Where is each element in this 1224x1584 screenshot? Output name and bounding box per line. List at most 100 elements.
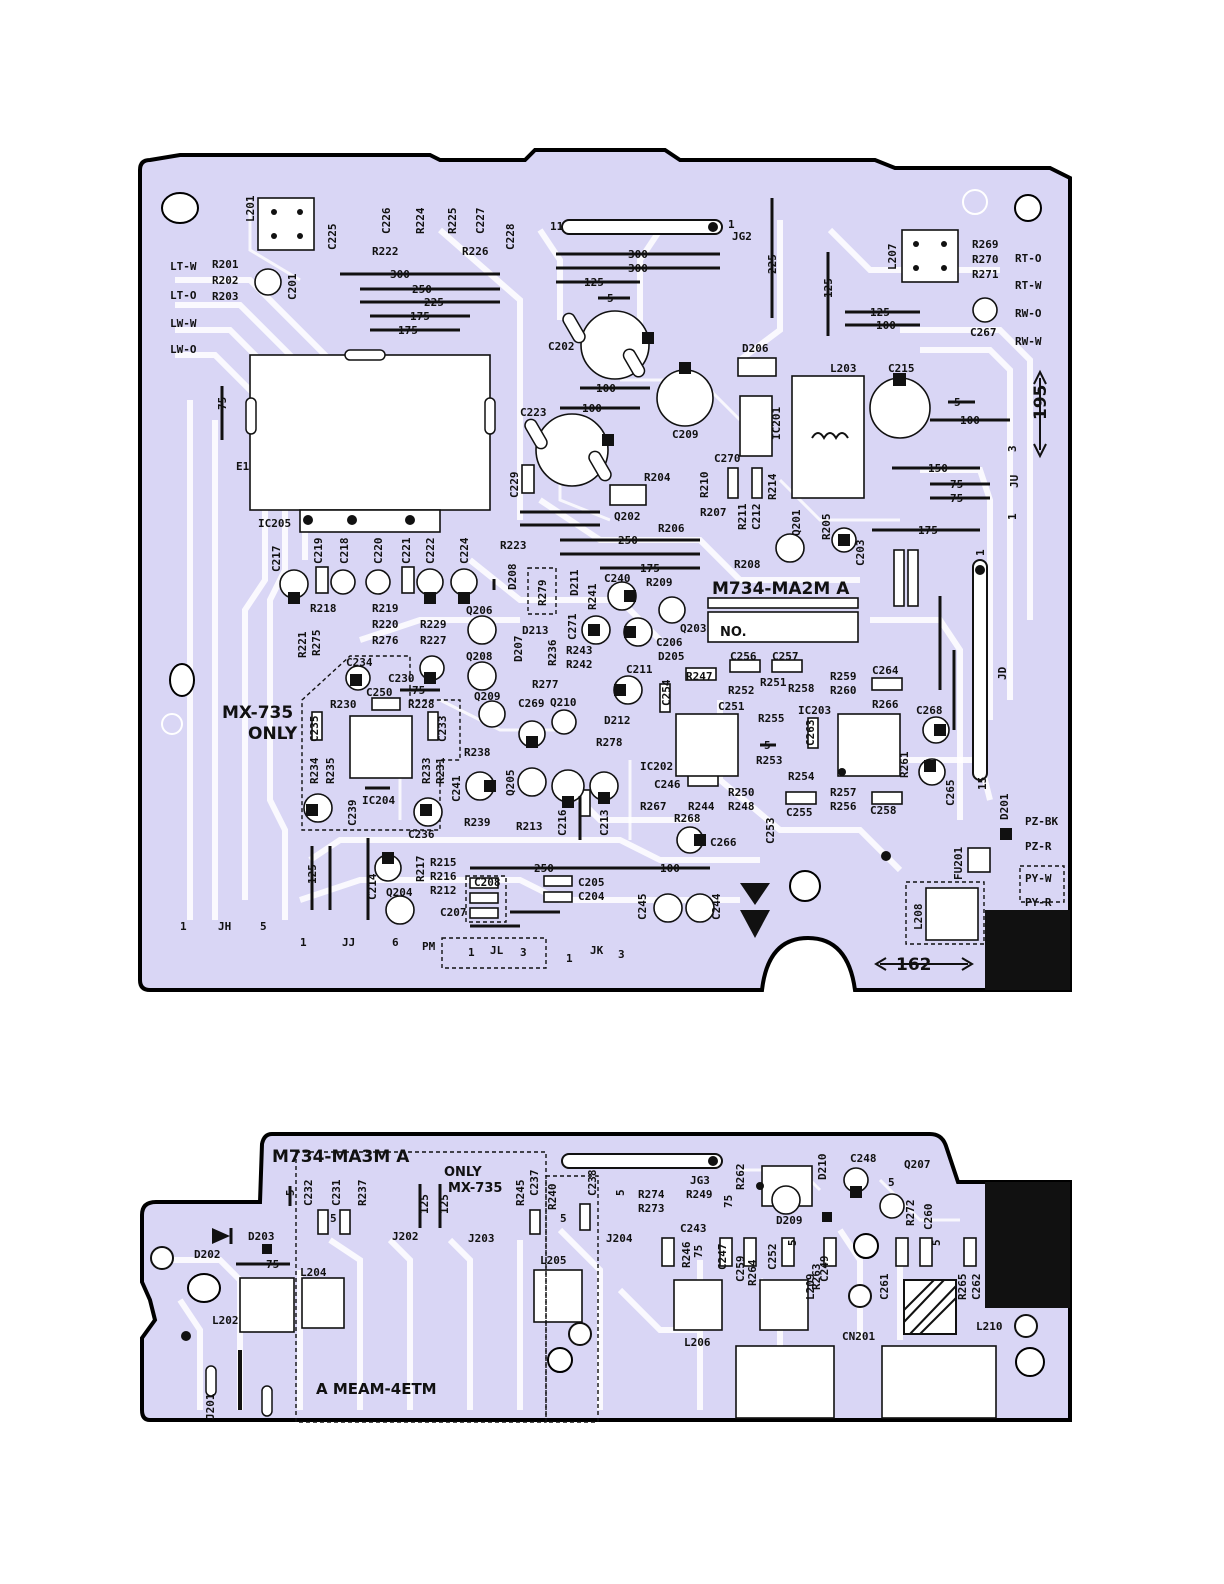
svg-text:C264: C264 <box>872 664 899 677</box>
svg-text:D212: D212 <box>604 714 631 727</box>
svg-text:R250: R250 <box>728 786 755 799</box>
mounting-hole <box>547 1347 573 1373</box>
variant-note-b-line2: MX-735 <box>448 1181 502 1196</box>
svg-text:C212: C212 <box>750 504 763 531</box>
edge-labels-left: LT-W LT-O LW-W LW-O <box>170 260 197 356</box>
svg-text:JG3: JG3 <box>690 1174 710 1187</box>
svg-text:J204: J204 <box>606 1232 633 1245</box>
dimension-arrow <box>1033 369 1047 459</box>
ic203-body <box>837 713 901 777</box>
svg-text:100: 100 <box>960 414 980 427</box>
svg-text:R274: R274 <box>638 1188 665 1201</box>
svg-text:CN201: CN201 <box>842 1330 875 1343</box>
svg-text:R268: R268 <box>674 812 701 825</box>
black-corner-pad <box>985 910 1070 990</box>
svg-text:R219: R219 <box>372 602 399 615</box>
svg-text:C232: C232 <box>302 1180 315 1207</box>
svg-text:225: 225 <box>766 254 779 274</box>
svg-text:C255: C255 <box>786 806 813 819</box>
svg-text:R210: R210 <box>698 472 711 499</box>
svg-text:C253: C253 <box>764 818 777 845</box>
l201-body <box>257 197 315 251</box>
svg-text:125: 125 <box>584 276 604 289</box>
small-parts-b <box>205 1167 977 1417</box>
svg-text:5: 5 <box>607 292 614 305</box>
svg-text:R240: R240 <box>546 1184 559 1211</box>
svg-text:JG2: JG2 <box>732 230 752 243</box>
triangle-mark <box>740 883 770 938</box>
svg-text:1: 1 <box>180 920 187 933</box>
jd-jumper <box>972 559 988 781</box>
svg-text:L205: L205 <box>540 1254 567 1267</box>
jg2-jumper <box>561 219 723 235</box>
svg-text:C268: C268 <box>916 704 943 717</box>
svg-text:R241: R241 <box>586 583 599 610</box>
svg-text:R215: R215 <box>430 856 457 869</box>
jg3-jumper <box>561 1153 723 1169</box>
svg-text:300: 300 <box>390 268 410 281</box>
svg-text:IC203: IC203 <box>798 704 831 717</box>
svg-text:JJ: JJ <box>342 936 355 949</box>
c202-stripe <box>622 348 646 378</box>
svg-text:C260: C260 <box>922 1204 935 1231</box>
svg-text:125: 125 <box>870 306 890 319</box>
svg-text:C224: C224 <box>458 537 471 564</box>
svg-text:R276: R276 <box>372 634 399 647</box>
svg-text:R213: R213 <box>516 820 543 833</box>
svg-text:J201: J201 <box>204 1393 217 1420</box>
svg-text:R244: R244 <box>688 800 715 813</box>
mounting-hole <box>789 870 821 902</box>
dimension-lines-b <box>236 1184 442 1266</box>
svg-text:C206: C206 <box>656 636 683 649</box>
component-labels-a: L201 C225 C226 R222 R224 R225 C227 R226 … <box>212 195 1011 930</box>
c223-capacitor <box>535 413 609 487</box>
dimension-arrow <box>874 957 974 971</box>
svg-text:150: 150 <box>928 462 948 475</box>
svg-text:R230: R230 <box>330 698 357 711</box>
variant-note-line1: MX-735 <box>222 703 293 723</box>
c223-stripe <box>524 418 548 450</box>
svg-text:LT-O: LT-O <box>170 289 197 302</box>
variant-note-b-line1: ONLY <box>444 1165 482 1180</box>
svg-text:C258: C258 <box>870 804 897 817</box>
coil-mark <box>245 397 257 435</box>
svg-text:1: 1 <box>728 218 735 231</box>
svg-text:C239: C239 <box>346 800 359 827</box>
svg-text:D208: D208 <box>506 564 519 591</box>
svg-text:C252: C252 <box>766 1244 779 1271</box>
svg-text:R279: R279 <box>536 580 549 607</box>
d206-body <box>737 357 777 377</box>
l208-body <box>925 887 979 941</box>
svg-text:Q203: Q203 <box>680 622 707 635</box>
svg-text:C243: C243 <box>680 1222 707 1235</box>
svg-text:JH: JH <box>218 920 231 933</box>
svg-text:15: 15 <box>976 777 989 790</box>
svg-text:C236: C236 <box>408 828 435 841</box>
board-a: M734-MA2M A NO. MX-735 ONLY LT-W LT-O LW… <box>138 148 1072 992</box>
svg-text:L210: L210 <box>976 1320 1003 1333</box>
svg-text:R242: R242 <box>566 658 593 671</box>
svg-text:5: 5 <box>954 396 961 409</box>
svg-text:R245: R245 <box>514 1180 527 1207</box>
svg-text:3: 3 <box>618 948 625 961</box>
svg-text:L201: L201 <box>244 195 257 222</box>
svg-text:R233: R233 <box>420 758 433 785</box>
svg-text:Q204: Q204 <box>386 886 413 899</box>
svg-text:Q201: Q201 <box>790 509 803 536</box>
svg-text:R206: R206 <box>658 522 685 535</box>
svg-text:R265: R265 <box>956 1274 969 1301</box>
svg-text:C219: C219 <box>312 538 325 565</box>
svg-text:R266: R266 <box>872 698 899 711</box>
svg-text:PZ-BK: PZ-BK <box>1025 815 1058 828</box>
svg-text:LW-W: LW-W <box>170 317 197 330</box>
l208-dash <box>905 881 985 945</box>
svg-text:C241: C241 <box>450 775 463 802</box>
svg-text:R278: R278 <box>596 736 623 749</box>
svg-text:C263: C263 <box>804 720 817 747</box>
svg-text:C246: C246 <box>654 778 681 791</box>
board-b-model: M734-MA3M A <box>272 1147 410 1167</box>
svg-text:C204: C204 <box>578 890 605 903</box>
svg-text:C240: C240 <box>604 572 631 585</box>
svg-text:R218: R218 <box>310 602 337 615</box>
svg-text:1: 1 <box>468 946 475 959</box>
